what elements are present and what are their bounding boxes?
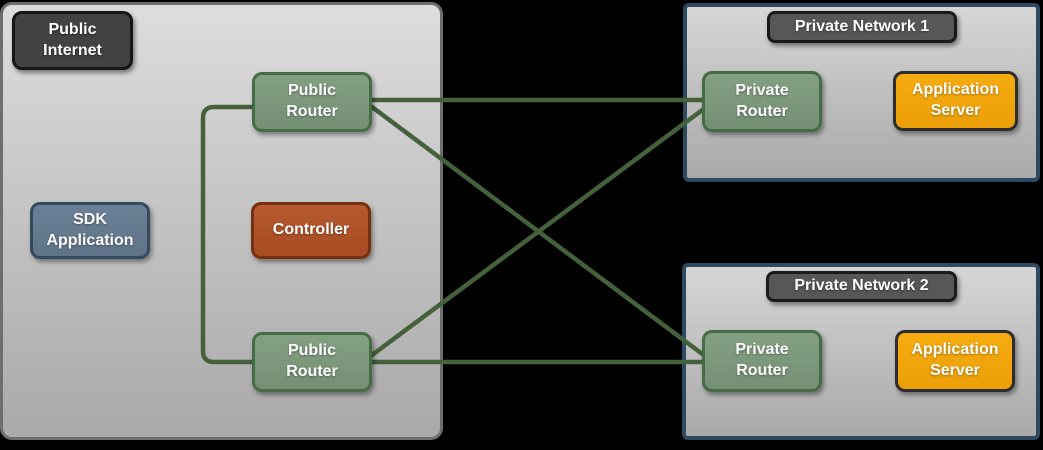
application-server-1-label: Application Server bbox=[911, 81, 1000, 119]
private-network-2-label-badge: Private Network 2 bbox=[766, 271, 957, 302]
application-server-2-label: Application Server bbox=[911, 341, 999, 379]
private-router-2-label: Private Router bbox=[735, 341, 789, 379]
public-router-1-label: Public Router bbox=[286, 82, 338, 120]
link-public-router-1-to-private-router-2 bbox=[366, 102, 707, 358]
public-router-1-node: Public Router bbox=[252, 72, 372, 132]
public-router-2-label: Public Router bbox=[286, 342, 338, 380]
sdk-application-node: SDK Application bbox=[30, 202, 150, 259]
link-public-router-1-to-public-router-2 bbox=[200, 104, 252, 365]
private-router-1-label: Private Router bbox=[735, 81, 789, 120]
private-network-2-label: Private Network 2 bbox=[794, 277, 929, 295]
controller-node: Controller bbox=[251, 202, 371, 259]
public-router-2-node: Public Router bbox=[252, 332, 372, 392]
public-internet-label: Public Internet bbox=[43, 21, 102, 59]
private-router-1-node: Private Router bbox=[702, 71, 822, 132]
private-network-1-label-badge: Private Network 1 bbox=[767, 11, 957, 43]
link-public-router-2-to-private-router-1 bbox=[366, 106, 707, 360]
sdk-application-label: SDK Application bbox=[46, 210, 134, 249]
application-server-1-node: Application Server bbox=[893, 71, 1018, 131]
public-internet-label-badge: Public Internet bbox=[12, 11, 133, 70]
controller-label: Controller bbox=[272, 221, 350, 239]
private-router-2-node: Private Router bbox=[702, 330, 822, 392]
private-network-1-label: Private Network 1 bbox=[794, 17, 930, 35]
application-server-2-node: Application Server bbox=[895, 330, 1015, 392]
